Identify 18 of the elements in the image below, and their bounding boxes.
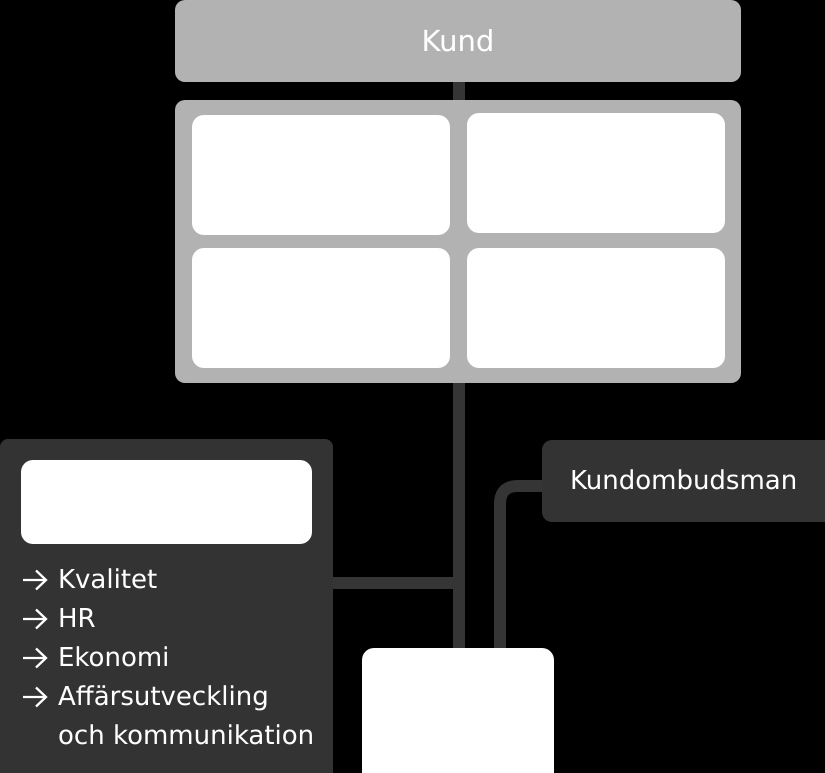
connector-line	[453, 82, 465, 100]
list-item-text: Kvalitet	[58, 564, 158, 597]
blank-box	[192, 115, 450, 235]
list-item-text: Ekonomi	[58, 642, 170, 675]
role-box	[542, 440, 825, 522]
side-panel	[0, 439, 333, 773]
list-item-text: HR	[58, 603, 97, 636]
blank-box	[192, 248, 450, 368]
connector-line	[494, 480, 542, 648]
blank-box	[21, 460, 312, 544]
blank-box	[467, 248, 725, 368]
list-item-text: Affärsutveckling och kommunikation	[58, 681, 316, 753]
group-panel	[175, 100, 741, 383]
header-box	[175, 0, 741, 82]
blank-box	[362, 648, 554, 773]
blank-box	[467, 113, 725, 233]
box-label: Kundombudsman	[570, 466, 798, 496]
box-label: Kund	[422, 24, 494, 58]
